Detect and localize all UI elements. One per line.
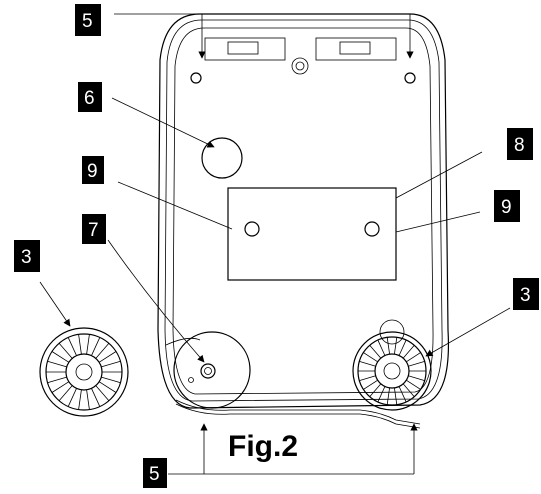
gear-tooth bbox=[91, 388, 101, 407]
loose-gear-wheel bbox=[39, 327, 129, 417]
gear-tooth bbox=[98, 351, 117, 363]
gear-tooth bbox=[377, 339, 386, 356]
top-hinge-assembly bbox=[204, 37, 397, 75]
figure-caption: Fig.2 bbox=[228, 430, 298, 463]
gear-tooth bbox=[95, 385, 110, 401]
gear-tooth bbox=[398, 386, 407, 403]
gear-tooth bbox=[408, 361, 425, 367]
gear-tooth bbox=[78, 334, 82, 355]
gear-tooth bbox=[67, 388, 77, 407]
leader-lines bbox=[39, 13, 511, 475]
callout-right-3: 3 bbox=[513, 278, 539, 310]
callout-top-left-5: 5 bbox=[75, 4, 101, 36]
callout-label: 9 bbox=[87, 161, 98, 182]
label-plate bbox=[227, 187, 397, 281]
gear-tooth bbox=[363, 352, 378, 363]
callout-left-6: 6 bbox=[78, 82, 102, 112]
callout-label: 7 bbox=[88, 220, 99, 241]
gear-tooth bbox=[386, 337, 390, 355]
gear-tooth bbox=[369, 345, 382, 359]
gear-tooth bbox=[47, 360, 67, 368]
gear-tooth bbox=[406, 352, 421, 363]
gear-tooth bbox=[359, 361, 376, 367]
gear-tooth bbox=[408, 375, 425, 381]
gear-tooth bbox=[101, 376, 121, 384]
gear-tooth bbox=[67, 337, 77, 356]
gear-tooth bbox=[51, 351, 70, 363]
gear-tooth bbox=[369, 383, 382, 397]
gear-tooth bbox=[363, 379, 378, 390]
gear-tooth bbox=[95, 343, 110, 359]
gear-tooth bbox=[386, 387, 390, 405]
gear-tooth bbox=[398, 339, 407, 356]
callout-right-8: 8 bbox=[507, 128, 533, 160]
mounting-holes-top bbox=[190, 72, 416, 84]
gear-tooth bbox=[101, 360, 121, 368]
sensor-circle bbox=[201, 137, 243, 179]
gear-tooth bbox=[58, 385, 73, 401]
callout-left-3: 3 bbox=[14, 240, 40, 272]
callout-label: 5 bbox=[149, 464, 160, 485]
gear-tooth bbox=[406, 379, 421, 390]
gear-tooth bbox=[78, 389, 82, 410]
callout-label: 8 bbox=[514, 135, 525, 156]
gear-tooth bbox=[402, 383, 415, 397]
gear-tooth bbox=[91, 337, 101, 356]
callout-label: 3 bbox=[21, 247, 32, 268]
callout-left-9: 9 bbox=[82, 156, 104, 184]
bottom-cable bbox=[175, 399, 421, 425]
callout-label: 9 bbox=[501, 197, 512, 218]
gear-tooth bbox=[98, 381, 117, 393]
gear-tooth bbox=[58, 343, 73, 359]
callout-bottom-5: 5 bbox=[143, 458, 167, 488]
gear-tooth bbox=[394, 387, 398, 405]
callout-left-7: 7 bbox=[82, 214, 106, 244]
gear-tooth bbox=[47, 376, 67, 384]
gear-tooth bbox=[394, 337, 398, 355]
callout-right-9: 9 bbox=[494, 190, 520, 222]
callout-label: 3 bbox=[520, 285, 531, 306]
gear-tooth bbox=[402, 345, 415, 359]
device-housing bbox=[157, 13, 450, 409]
gear-tooth bbox=[86, 334, 90, 355]
left-wheel-compartment bbox=[165, 331, 251, 409]
gear-tooth bbox=[86, 389, 90, 410]
gear-tooth bbox=[377, 386, 386, 403]
callout-label: 5 bbox=[82, 11, 93, 32]
gear-tooth bbox=[51, 381, 70, 393]
right-gear-wheel bbox=[352, 319, 432, 411]
callout-label: 6 bbox=[84, 88, 95, 109]
gear-tooth bbox=[359, 375, 376, 381]
